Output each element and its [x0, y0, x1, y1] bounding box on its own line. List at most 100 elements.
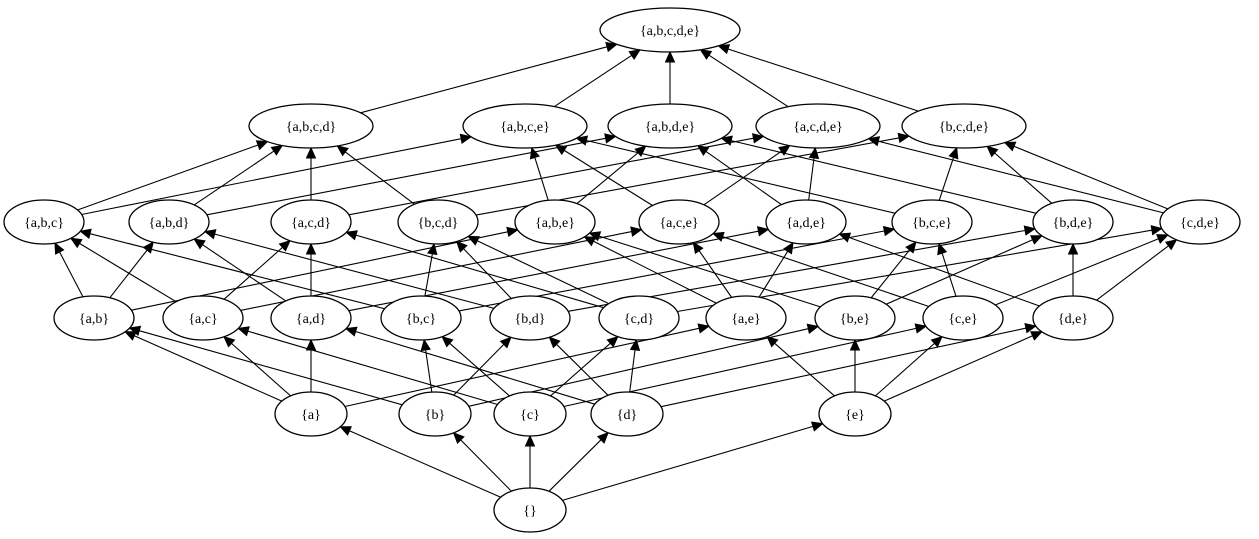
arrowhead: [1003, 141, 1017, 152]
node-label: {b,e}: [840, 312, 870, 327]
node-label: {a,c,d,e}: [793, 120, 843, 135]
edge-line: [247, 330, 498, 406]
edge-line: [885, 239, 1033, 305]
arrowhead: [336, 145, 349, 157]
edge-line: [698, 250, 733, 298]
arrowhead: [914, 323, 928, 334]
edge-bc-to-abc: [79, 228, 385, 310]
edge-abce-to-abcde: [553, 49, 642, 108]
set-node-a: {a}: [274, 391, 348, 437]
arrowhead: [420, 338, 431, 352]
edge-bcde-to-abcde: [717, 44, 919, 112]
node-ellipse: [590, 391, 664, 437]
arrowhead: [756, 226, 770, 237]
arrowhead: [930, 335, 943, 348]
edge-line: [1013, 145, 1169, 210]
node-label: {b,c,e}: [912, 216, 952, 231]
node-ellipse: [493, 391, 567, 437]
set-node-c: {c}: [493, 391, 567, 437]
node-ellipse: [1159, 199, 1241, 245]
arrowhead: [897, 132, 911, 144]
arrowhead: [606, 335, 619, 348]
set-node-ad: {a,d}: [270, 295, 352, 341]
arrowhead: [628, 49, 642, 61]
edge-line: [109, 249, 148, 299]
edge-line: [703, 150, 782, 206]
edge-line: [848, 236, 1040, 307]
arrowhead: [629, 338, 641, 351]
node-ellipse: [489, 295, 571, 341]
node-ellipse: [607, 103, 733, 149]
node-label: {b,c,d,e}: [939, 120, 989, 135]
set-node-b: {b}: [398, 391, 472, 437]
edge-line: [534, 157, 549, 201]
arrowhead: [524, 434, 536, 447]
arrowhead: [1030, 331, 1043, 341]
edge-acd-to-acde: [348, 133, 765, 216]
edge-abd-to-abcd: [193, 144, 284, 206]
edge-e-to-ce: [875, 335, 943, 397]
node-ellipse: [1032, 295, 1114, 341]
node-label: {e}: [845, 408, 865, 423]
arrowhead: [986, 145, 999, 158]
edge-empty-to-c: [524, 434, 536, 488]
arrowhead: [459, 133, 473, 145]
edge-abd-to-abde: [206, 133, 617, 216]
edge-cde-to-bcde: [1003, 141, 1169, 210]
node-ellipse: [901, 103, 1027, 149]
edge-bd-to-bcd: [455, 240, 512, 299]
set-node-cd: {c,d}: [598, 295, 680, 341]
node-label: {c,d}: [624, 312, 654, 327]
arrowhead: [305, 242, 317, 255]
arrowhead: [717, 44, 731, 55]
edge-ab-to-abc: [54, 242, 84, 298]
node-ellipse: [598, 295, 680, 341]
edge-line: [360, 46, 608, 114]
edge-line: [629, 349, 636, 393]
edge-line: [214, 233, 495, 309]
node-label: {a,d,e}: [786, 216, 826, 231]
edge-d-to-ad: [344, 326, 595, 405]
arrowhead: [778, 144, 791, 156]
edge-ac-to-acd: [223, 239, 291, 300]
node-label: {a,b,d}: [149, 216, 190, 231]
arrowhead: [441, 335, 454, 348]
arrowhead: [583, 236, 597, 247]
arrowhead: [782, 241, 794, 255]
node-ellipse: [462, 103, 588, 149]
edge-empty-to-d: [548, 431, 609, 492]
edge-bd-to-abd: [203, 229, 495, 309]
arrowhead: [575, 135, 589, 146]
node-ellipse: [818, 391, 892, 437]
arrowhead: [882, 225, 896, 237]
edge-line: [878, 140, 1164, 214]
node-ellipse: [274, 391, 348, 437]
node-ellipse: [162, 295, 244, 341]
edge-line: [870, 249, 911, 299]
edge-ae-to-ade: [758, 241, 794, 298]
arrowhead: [720, 135, 733, 146]
arrowhead: [937, 242, 948, 256]
arrowhead: [1156, 234, 1169, 244]
node-label: {d,e}: [1058, 312, 1088, 327]
edge-ac-to-abc: [69, 237, 177, 303]
edge-e-to-ae: [766, 335, 835, 397]
edge-line: [59, 251, 84, 298]
node-ellipse: [514, 199, 596, 245]
arrowhead: [905, 241, 917, 254]
edge-ce-to-cde: [994, 234, 1169, 306]
edge-line: [586, 139, 896, 214]
set-node-de: {d,e}: [1032, 295, 1114, 341]
edge-ce-to-ace: [711, 231, 930, 308]
arrowhead: [838, 232, 852, 243]
set-node-bcde: {b,c,d,e}: [901, 103, 1027, 149]
set-node-ace: {a,c,e}: [638, 199, 720, 245]
set-node-d: {d}: [590, 391, 664, 437]
edge-d-to-bd: [548, 336, 609, 396]
edge-de-to-bde: [1067, 242, 1079, 296]
arrowhead: [1030, 235, 1043, 245]
edge-ad-to-acd: [305, 242, 317, 296]
node-label: {c,d,e}: [1180, 216, 1220, 231]
edge-be-to-bce: [870, 241, 917, 299]
